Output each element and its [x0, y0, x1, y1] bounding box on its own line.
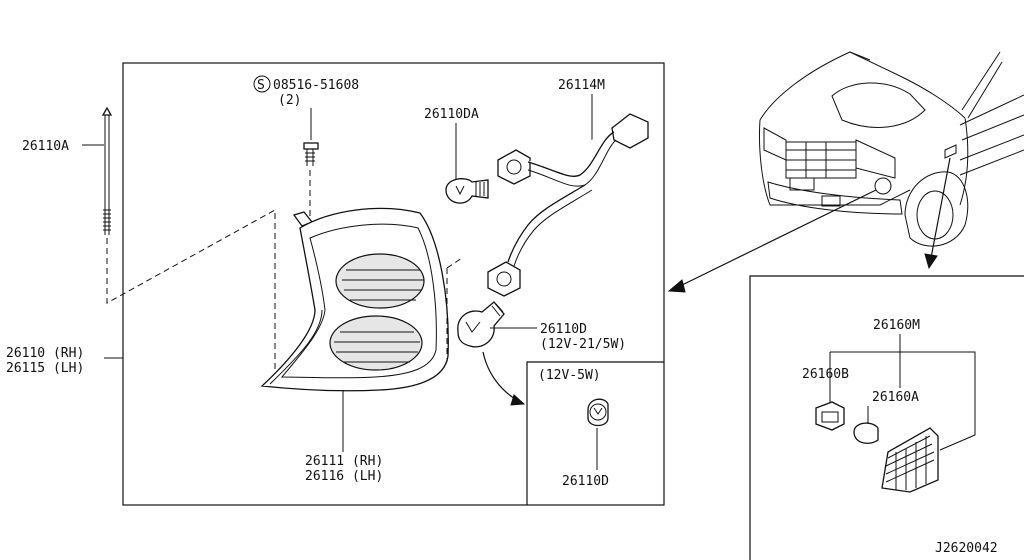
main-frame: [122, 62, 665, 506]
alt-bulb-label: 26110D: [562, 474, 609, 489]
diagram-code-label: J2620042: [935, 541, 998, 556]
small-bulb-part: [445, 178, 489, 204]
alt-bulb-inset-frame: [526, 361, 664, 505]
screw-code-label: 08516-51608: [273, 78, 359, 93]
rear-lamp-part: [260, 207, 449, 392]
bolt-dashed-guide: [106, 209, 276, 372]
main-bulb-label: 26110D: [540, 322, 587, 337]
marker-assy-bracket: [829, 351, 976, 451]
marker-bulb-part: [853, 422, 879, 444]
screw-symbol: S: [253, 75, 271, 93]
marker-bulb-label: 26160A: [872, 390, 919, 405]
lamp-assy-rh-label: 26110 (RH): [6, 346, 84, 361]
lamp-assy-lh-label: 26115 (LH): [6, 361, 84, 376]
vehicle-sketch: [759, 51, 1024, 247]
bolt-part: [101, 106, 113, 235]
marker-lens-part: [881, 427, 939, 493]
harness-part: [487, 113, 649, 297]
marker-socket-label: 26160B: [802, 367, 849, 382]
alt-bulb-spec-label: (12V-5W): [538, 368, 601, 383]
alt-bulb-arrowhead: [510, 394, 526, 406]
socket-bulb-label: 26110DA: [424, 107, 479, 122]
marker-callout-arrowhead: [924, 253, 938, 270]
harness-label: 26114M: [558, 78, 605, 93]
marker-frame: [749, 275, 1024, 560]
marker-callout-arrow: [930, 157, 951, 259]
marker-socket-part: [815, 401, 845, 431]
alt-bulb-arrow: [482, 351, 521, 403]
svg-text:S: S: [257, 78, 265, 93]
main-bulb-part: [457, 301, 505, 348]
rear-lamp-callout-arrow: [677, 189, 877, 288]
alt-bulb-part: [587, 398, 609, 427]
screw-part: [303, 142, 319, 166]
housing-lh-label: 26116 (LH): [305, 469, 383, 484]
main-bulb-spec-label: (12V-21/5W): [540, 337, 626, 352]
marker-assy-label: 26160M: [873, 318, 920, 333]
housing-rh-label: 26111 (RH): [305, 454, 383, 469]
bulb-dashed-guide: [446, 257, 463, 362]
bolt-label: 26110A: [22, 139, 69, 154]
rear-lamp-callout-arrowhead: [667, 279, 686, 293]
screw-qty-label: (2): [278, 93, 301, 108]
